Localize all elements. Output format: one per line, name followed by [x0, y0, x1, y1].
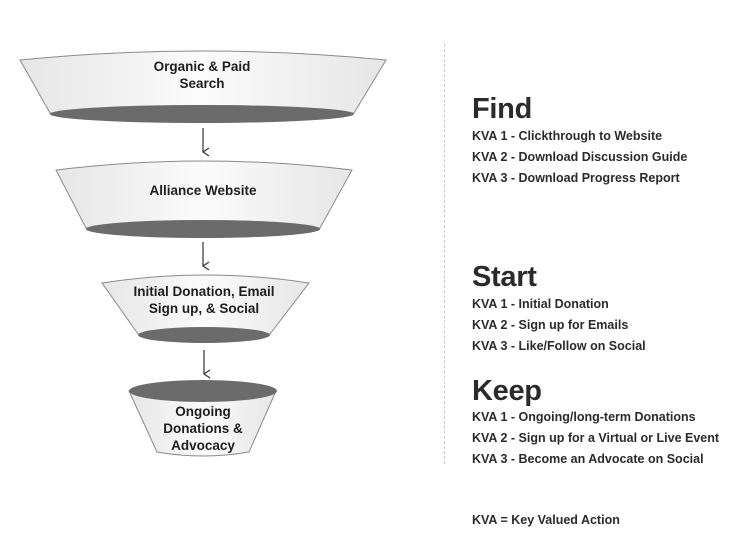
kva-footnote: KVA = Key Valued Action [472, 513, 620, 527]
phase-start: Start KVA 1 - Initial Donation KVA 2 - S… [472, 261, 646, 357]
kva-item: KVA 1 - Initial Donation [472, 297, 609, 311]
phase-title: Start [472, 261, 537, 293]
funnel-stage-4 [128, 380, 277, 457]
stage-label-3: Initial Donation, Email Sign up, & Socia… [104, 283, 304, 317]
stage-label-2: Alliance Website [103, 182, 303, 199]
kva-item: KVA 2 - Download Discussion Guide [472, 150, 688, 164]
kva-item: KVA 3 - Become an Advocate on Social [472, 452, 704, 466]
kva-item: KVA 2 - Sign up for a Virtual or Live Ev… [472, 431, 720, 445]
kva-item: KVA 1 - Clickthrough to Website [472, 129, 663, 143]
vertical-divider [444, 44, 445, 464]
funnel-stage-1 [19, 50, 387, 123]
phase-title: Keep [472, 375, 542, 407]
stage-label-line: Donations & [163, 421, 243, 436]
stage-label-line: Search [179, 76, 225, 91]
phase-keep: Keep KVA 1 - Ongoing/long-term Donations… [472, 375, 719, 470]
stage-label-line: Initial Donation, Email [133, 284, 275, 299]
stage-label-4: Ongoing Donations & Advocacy [128, 403, 278, 454]
kva-item: KVA 3 - Download Progress Report [472, 171, 680, 185]
kva-item: KVA 3 - Like/Follow on Social [472, 339, 646, 353]
funnel-stage-3 [101, 274, 310, 343]
kva-item: KVA 1 - Ongoing/long-term Donations [472, 410, 696, 424]
stage-label-line: Ongoing [175, 404, 231, 419]
stage-label-line: Sign up, & Social [148, 301, 260, 316]
kva-item: KVA 2 - Sign up for Emails [472, 318, 629, 332]
phase-title: Find [472, 93, 533, 125]
stage-label-line: Alliance Website [149, 183, 257, 198]
phase-find: Find KVA 1 - Clickthrough to Website KVA… [472, 93, 687, 189]
funnel-stage-2 [55, 160, 353, 238]
funnel-diagram [19, 50, 387, 457]
stage-label-1: Organic & Paid Search [102, 58, 302, 92]
stage-label-line: Advocacy [171, 438, 235, 453]
stage-label-line: Organic & Paid [153, 59, 251, 74]
